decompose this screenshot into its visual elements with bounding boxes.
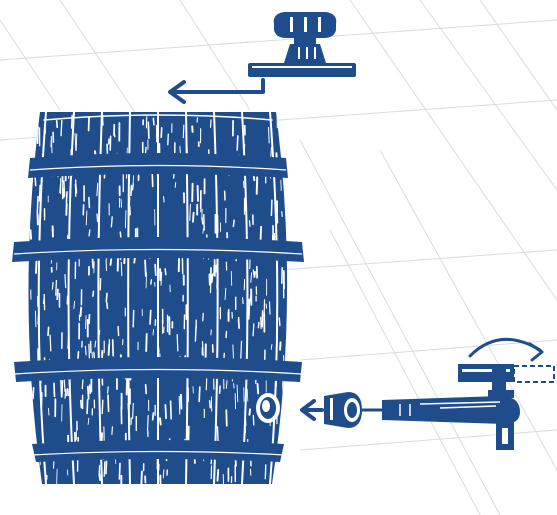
plug-removal-arrow (302, 401, 322, 419)
bung-removal-arrow (170, 80, 263, 102)
barrel-icon (12, 112, 304, 491)
keystone-hole-icon (256, 393, 280, 423)
bung-icon (248, 12, 356, 77)
plug-icon (324, 392, 362, 428)
